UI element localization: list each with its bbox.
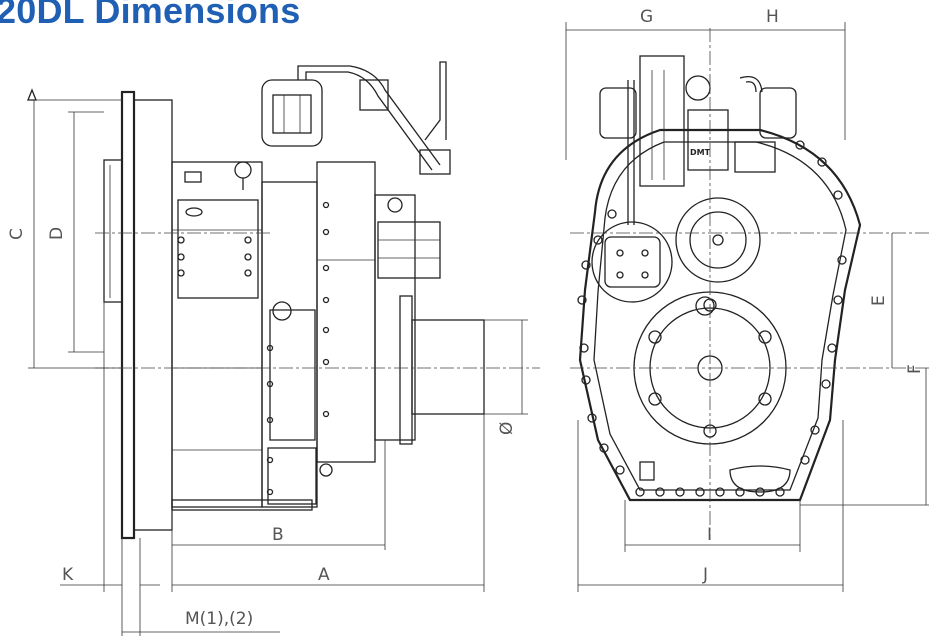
upper-gear (675, 197, 761, 283)
dim-label-a: A (318, 565, 330, 585)
oil-pump (591, 221, 673, 303)
dim-label-b: B (272, 525, 284, 545)
dim-label-g: G (640, 7, 653, 27)
front-casing (578, 128, 862, 502)
right-valve (759, 87, 797, 139)
front-view-dimensions (565, 22, 929, 592)
flange-housing (133, 99, 173, 531)
front-view: DMT (570, 28, 929, 540)
dimension-labels: G H C D E F Ø B A K I J M(1),(2) (7, 7, 925, 629)
perimeter-bolts (577, 140, 847, 497)
control-block (639, 55, 685, 187)
dim-label-c: C (7, 228, 27, 240)
center-of-gravity-icon (272, 301, 292, 321)
nameplate-text: DMT (690, 148, 711, 157)
oil-pipe (297, 65, 441, 166)
oil-cooler (261, 79, 323, 147)
dim-label-h: H (766, 7, 779, 27)
page-title: 20DL Dimensions (0, 0, 301, 31)
output-shaft (411, 319, 485, 415)
side-view-dimensions (27, 88, 528, 636)
dim-label-m: M(1),(2) (185, 609, 253, 629)
flange-spigot (103, 159, 123, 303)
pump-block (377, 221, 441, 279)
output-flange (399, 295, 413, 445)
dim-label-k: K (62, 565, 74, 585)
left-valve (599, 87, 637, 139)
main-housing (171, 161, 263, 508)
lifting-eye (234, 161, 252, 179)
input-cover (177, 199, 259, 299)
dim-label-i: I (707, 525, 712, 545)
side-view (95, 61, 540, 540)
front-center-of-gravity-icon (695, 296, 715, 316)
dim-label-j: J (702, 565, 708, 585)
dim-label-d: D (47, 227, 67, 240)
dim-label-f: F (905, 364, 925, 374)
mounting-flange (120, 90, 136, 540)
dim-label-phi: Ø (497, 422, 517, 435)
dim-label-e: E (869, 295, 889, 306)
pressure-gauge-icon (685, 75, 711, 101)
